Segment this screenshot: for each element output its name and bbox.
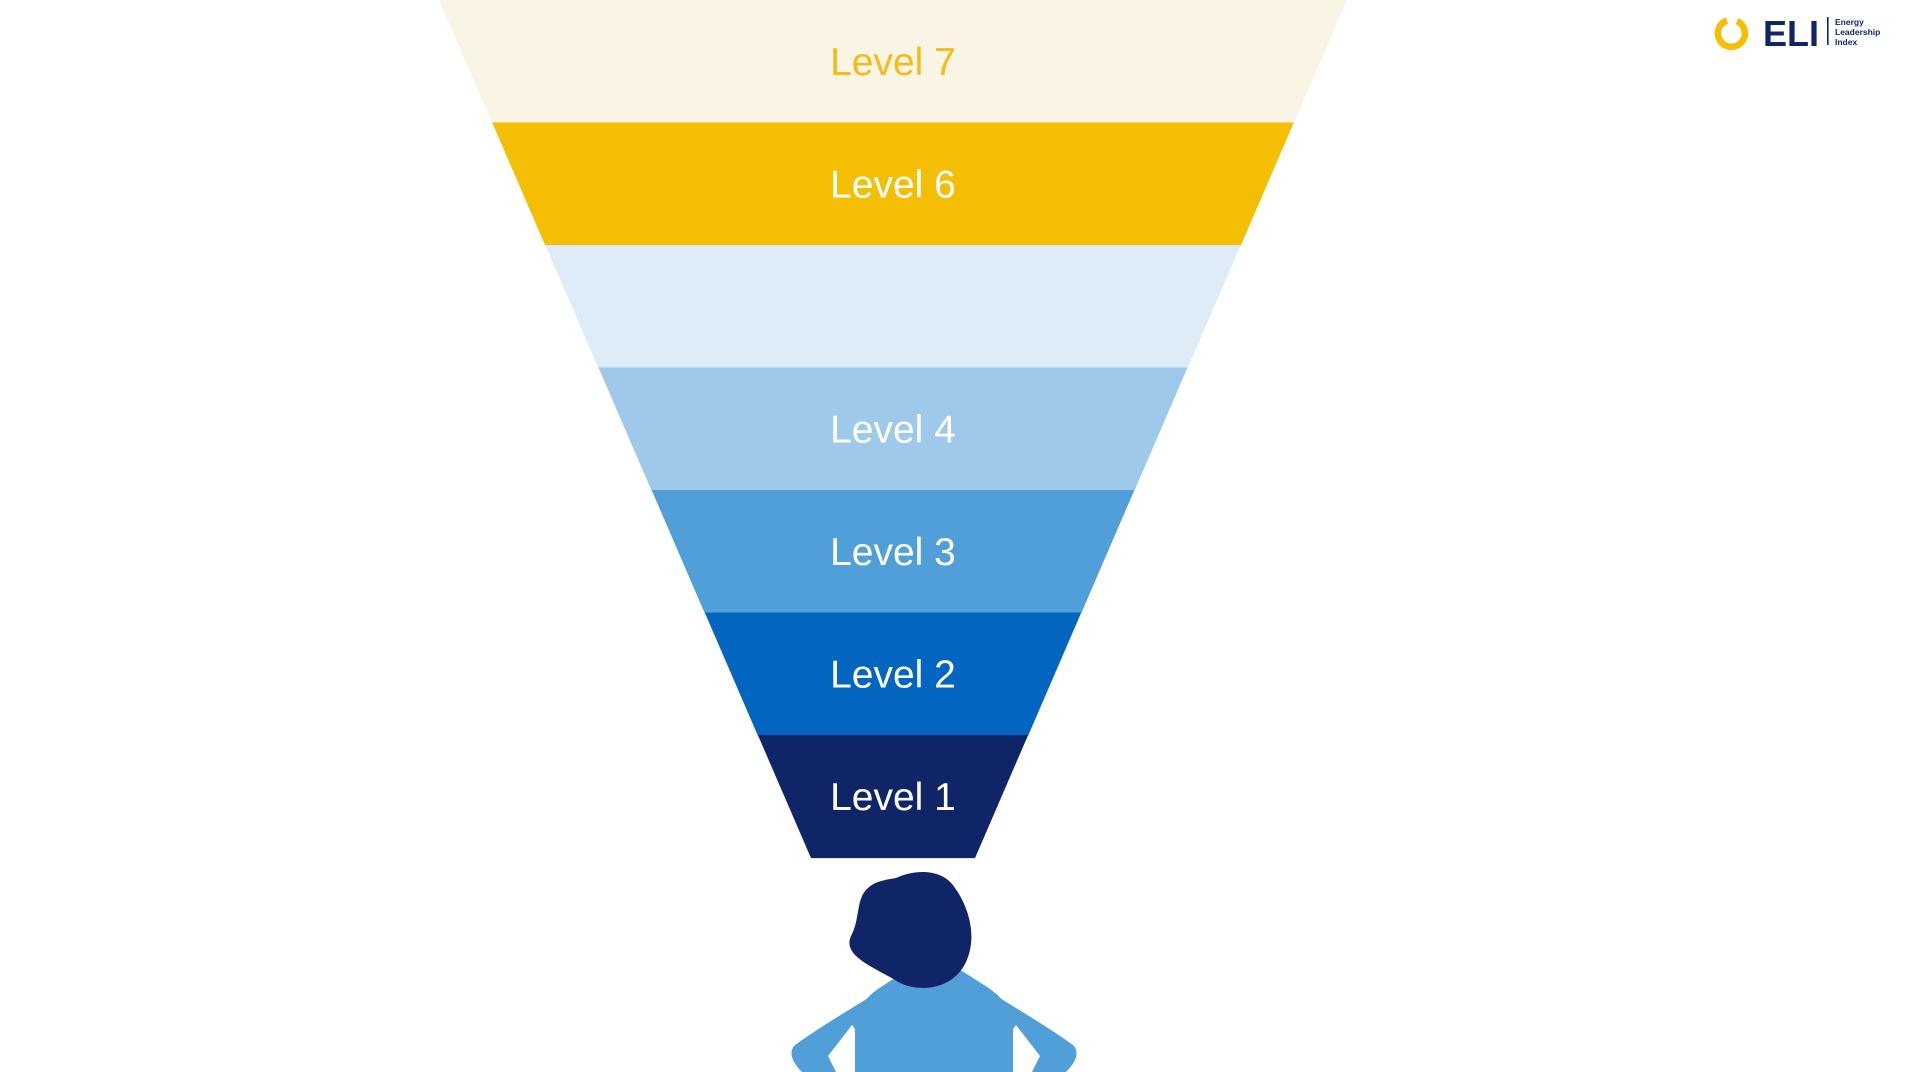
funnel-band-1 xyxy=(757,735,1029,859)
logo-ring-icon xyxy=(1714,17,1749,50)
funnel-band-2 xyxy=(704,612,1082,736)
logo-brand: ELI xyxy=(1763,13,1819,54)
funnel-band-3 xyxy=(651,490,1135,614)
funnel-label-4: Level 4 xyxy=(830,408,956,451)
funnel-label-2: Level 2 xyxy=(830,653,956,696)
logo-line3: Index xyxy=(1835,37,1857,47)
logo-line2: Leadership xyxy=(1835,27,1880,37)
funnel-band-7 xyxy=(439,0,1347,124)
funnel-band-4 xyxy=(598,367,1188,491)
logo-divider xyxy=(1827,17,1829,45)
person-body xyxy=(855,957,1013,1072)
funnel-label-7: Level 7 xyxy=(830,41,956,84)
funnel: Level 7 Level 6 Level 4 Level 3 Level 2 Level… xyxy=(439,0,1347,859)
funnel-label-3: Level 3 xyxy=(830,531,956,574)
person-left-arm xyxy=(791,982,893,1072)
funnel-label-6: Level 6 xyxy=(830,163,956,206)
eli-logo: ELI Energy Leadership Index xyxy=(1714,13,1880,54)
funnel-band-6 xyxy=(492,122,1294,246)
person-figure xyxy=(791,872,1077,1072)
person-right-arm xyxy=(975,982,1077,1072)
funnel-label-1: Level 1 xyxy=(830,776,956,819)
logo-line1: Energy xyxy=(1835,17,1864,27)
funnel-band-5 xyxy=(545,245,1241,369)
person-hair xyxy=(849,872,972,988)
